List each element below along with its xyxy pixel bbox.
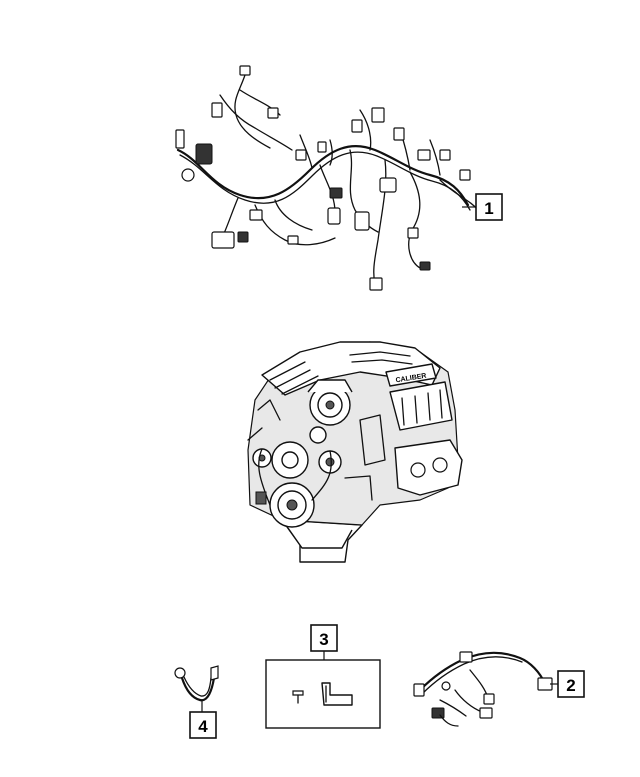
callout-4[interactable]: 4 [189, 700, 217, 739]
callout-3-label: 3 [319, 630, 328, 649]
callout-1-label: 1 [484, 199, 493, 218]
callout-2-label: 2 [566, 676, 575, 695]
ground-strap [174, 665, 219, 702]
callout-1[interactable]: 1 [462, 193, 503, 221]
callout-3[interactable]: 3 [310, 624, 338, 660]
engine-wiring-harness [175, 65, 479, 291]
engine-assembly: CALIBER [247, 341, 463, 563]
sensor-kit-box [265, 659, 381, 729]
callout-2[interactable]: 2 [550, 670, 585, 698]
sensor-wiring-harness [413, 651, 553, 727]
engine-badge: CALIBER [395, 373, 427, 385]
callout-4-label: 4 [198, 717, 208, 736]
